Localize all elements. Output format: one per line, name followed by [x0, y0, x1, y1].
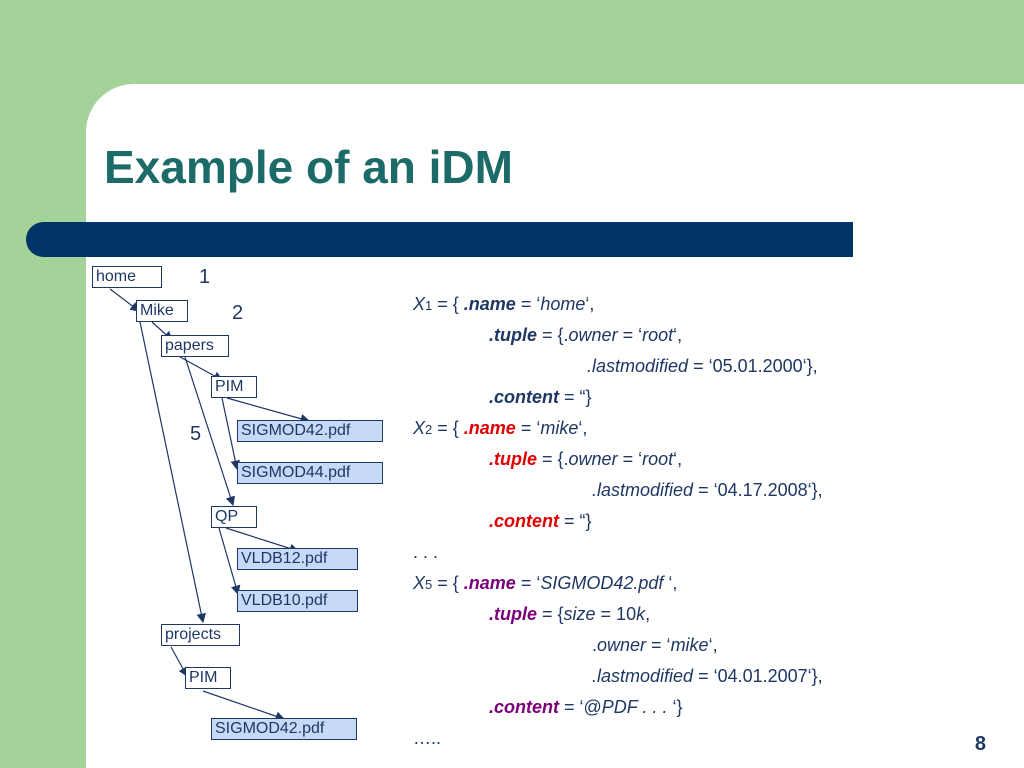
x1-line-content: .content = “}: [489, 387, 592, 407]
marker-2: 2: [232, 302, 244, 324]
arrow-projects-pim: [170, 646, 188, 678]
title-underline-bar: [26, 222, 853, 257]
arrow-pim-sigmod42: [226, 397, 311, 424]
x5-line-lastmodified: .lastmodified = ‘04.01.2007‘},: [592, 666, 823, 686]
x2-line-tuple: .tuple = {.owner = ‘root‘,: [489, 449, 683, 469]
arrow-pim-sigmod44: [221, 397, 240, 471]
arrow-qp-vldb12: [225, 527, 300, 554]
node-mike: Mike: [136, 300, 188, 322]
node-pim: PIM: [211, 376, 257, 398]
page-number: 8: [974, 733, 986, 755]
node-pim-projects: PIM: [185, 667, 231, 689]
node-vldb12-pdf: VLDB12.pdf: [237, 548, 358, 570]
node-sigmod44-pdf: SIGMOD44.pdf: [237, 462, 383, 484]
arrow-pim-sigmod42b: [202, 690, 286, 721]
x2-line-content: .content = “}: [489, 511, 592, 531]
node-sigmod42-pdf: SIGMOD42.pdf: [237, 420, 383, 442]
x1-line-name: X1 = { .name = ‘home‘,: [413, 294, 595, 314]
node-home: home: [92, 266, 162, 288]
x1-line-tuple: .tuple = {.owner = ‘root‘,: [489, 325, 683, 345]
marker-5: 5: [190, 423, 202, 445]
node-qp: QP: [211, 506, 257, 528]
ellipsis-line: . . .: [413, 542, 439, 562]
slide-title: Example of an iDM: [104, 141, 513, 193]
node-projects: projects: [161, 624, 240, 646]
arrow-qp-vldb10: [218, 527, 241, 596]
x2-line-name: X2 = { .name = ‘mike‘,: [413, 418, 588, 438]
arrow-mike-projects: [139, 321, 206, 624]
marker-1: 1: [199, 266, 211, 288]
x5-line-content: .content = ‘@PDF . . . ‘}: [489, 697, 683, 717]
arrow-home-mike: [109, 288, 140, 312]
x5-line-tuple: .tuple = {size = 10k,: [489, 604, 651, 624]
trailing-ellipsis: …..: [413, 728, 442, 748]
x5-line-owner: .owner = ‘mike‘,: [592, 635, 718, 655]
arrow-papers-qp: [184, 356, 235, 507]
node-vldb10-pdf: VLDB10.pdf: [237, 590, 358, 612]
node-papers: papers: [161, 335, 229, 357]
x1-line-lastmodified: .lastmodified = ‘05.01.2000‘},: [587, 356, 818, 376]
node-sigmod42-pdf-projects: SIGMOD42.pdf: [211, 718, 357, 740]
x5-line-name: X5 = { .name = ‘SIGMOD42.pdf ‘,: [413, 573, 678, 593]
x2-line-lastmodified: .lastmodified = ‘04.17.2008‘},: [592, 480, 823, 500]
